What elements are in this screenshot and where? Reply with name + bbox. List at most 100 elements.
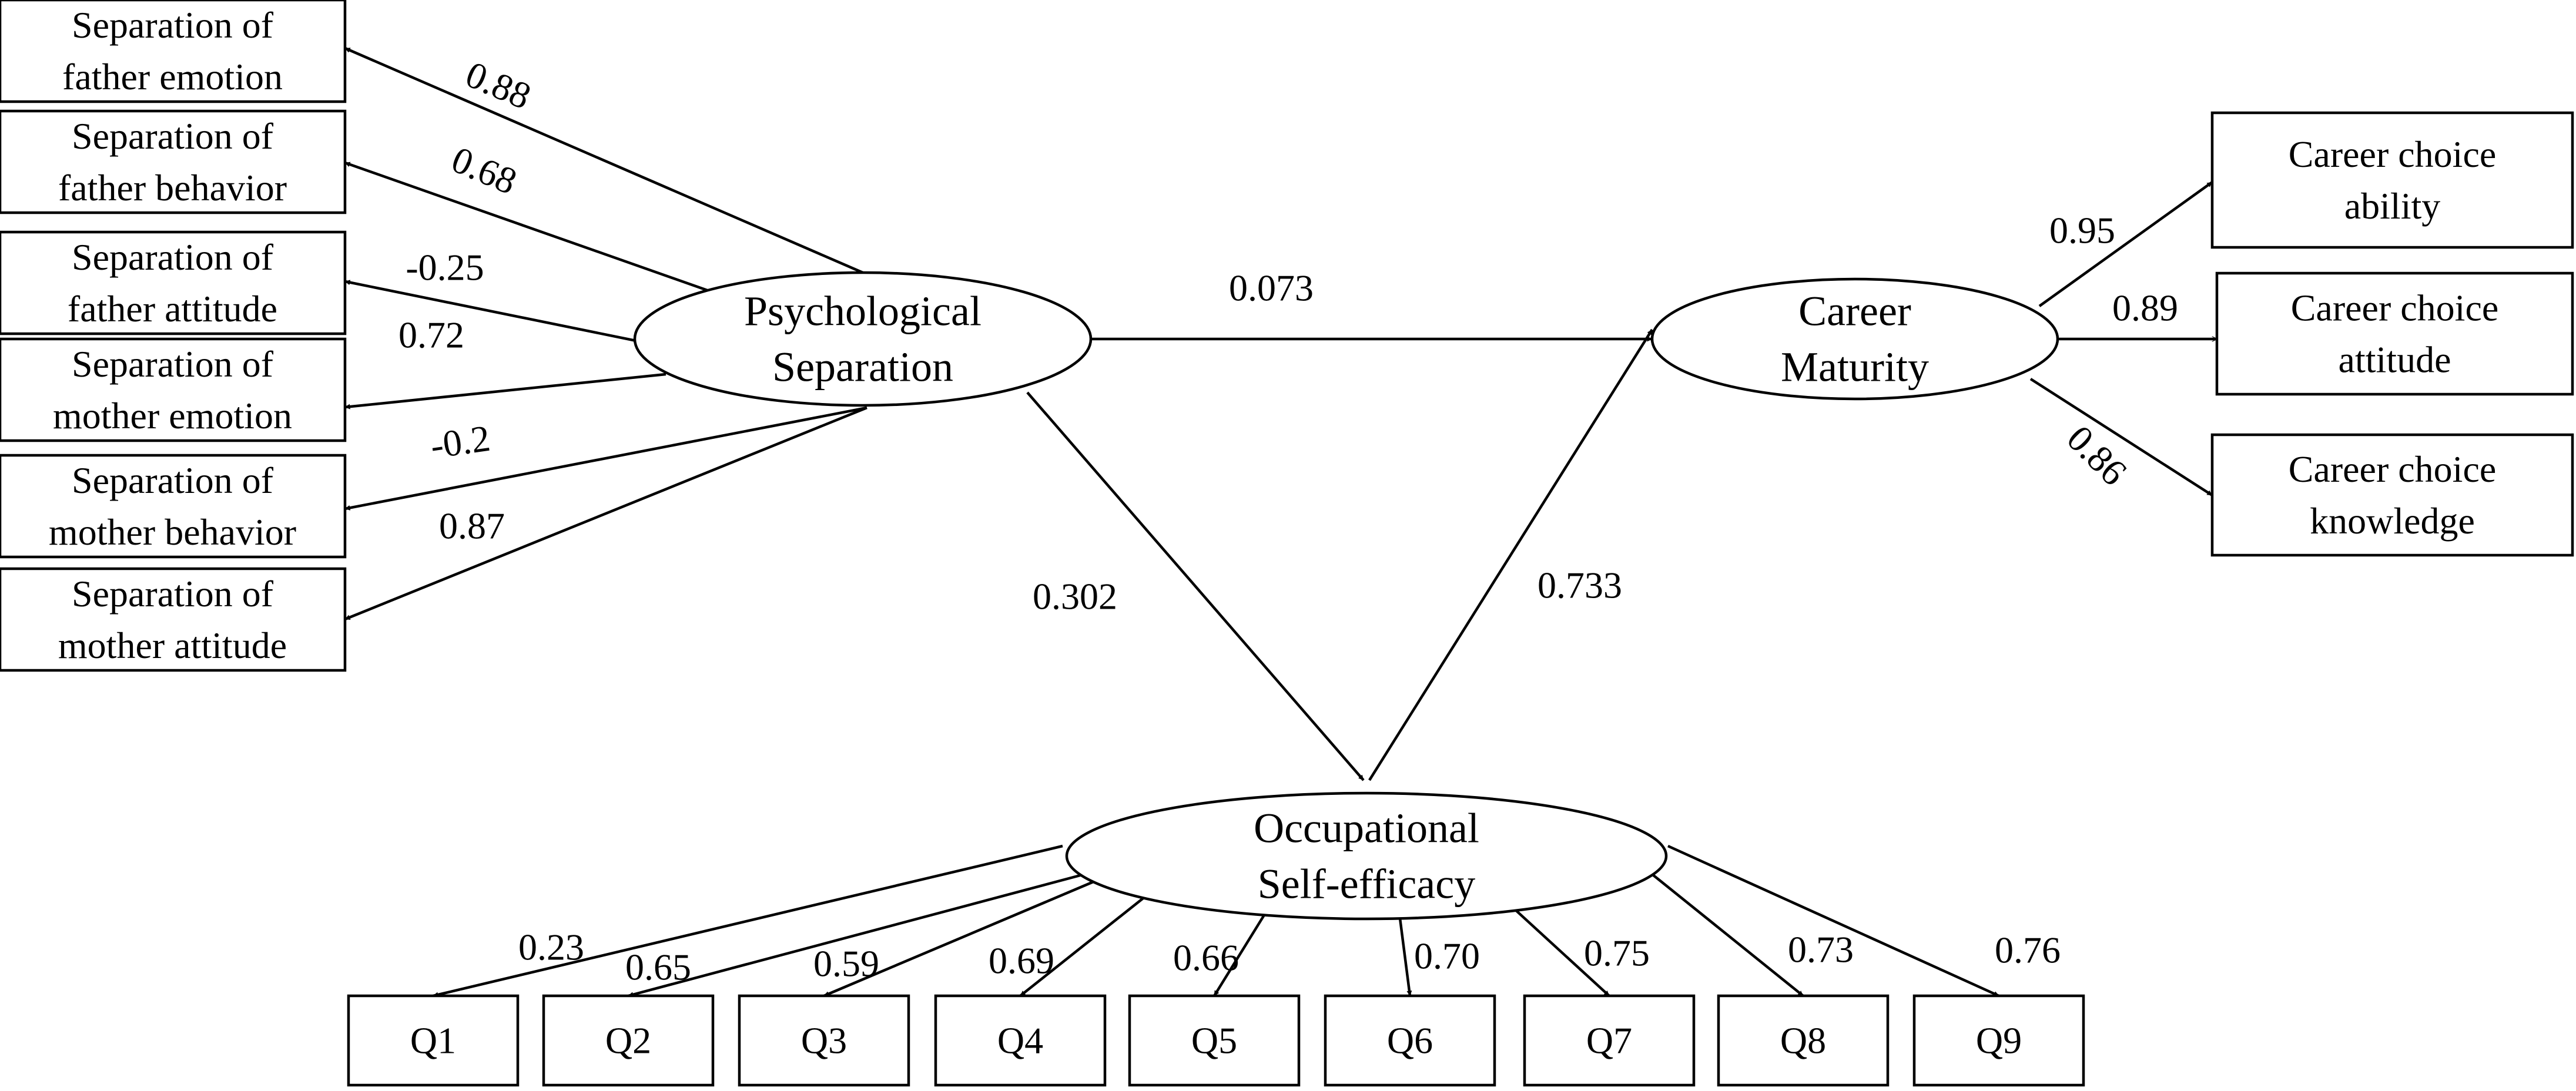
loading-arrow-bottom-6	[1398, 913, 1412, 996]
indicator-left-6-frame	[0, 567, 347, 672]
loading-left-6: 0.87	[439, 505, 505, 547]
loading-arrow-bottom-8	[1645, 868, 1804, 997]
indicator-right-2-label-line-2: attitude	[2339, 339, 2451, 381]
loading-left-1: 0.88	[460, 53, 537, 117]
loading-arrow-left-3	[344, 280, 642, 344]
loading-right-1: 0.95	[2049, 210, 2115, 251]
indicator-q4-label-line-1: Q4	[997, 1020, 1043, 1062]
loading-bottom-3: 0.59	[813, 943, 879, 985]
indicator-left-2-label-line-1: Separation of	[72, 115, 274, 157]
indicator-left-4-frame	[0, 337, 347, 442]
loading-arrow-left-4	[344, 372, 666, 409]
indicator-right-1: Career choice ability	[2210, 111, 2574, 249]
loading-bottom-6: 0.70	[1414, 935, 1480, 977]
indicator-left-3-label-line-1: Separation of	[72, 236, 274, 278]
loading-arrow-bottom-3	[823, 877, 1101, 998]
indicator-left-4-label-line-2: mother emotion	[53, 395, 292, 437]
indicator-left-3-frame	[0, 230, 347, 335]
indicator-left-4: Separation of mother emotion	[0, 337, 347, 442]
path-arrow-psych-to-ose	[1026, 391, 1365, 781]
indicator-right-3-label-line-1: Career choice	[2289, 448, 2497, 490]
loading-arrow-right-3	[2029, 378, 2213, 496]
indicator-left-1: Separation of father emotion	[0, 0, 347, 103]
loading-bottom-2: 0.65	[625, 946, 691, 988]
loading-bottom-5: 0.66	[1173, 937, 1239, 979]
indicator-left-4-label-line-1: Separation of	[72, 343, 274, 385]
indicator-q4: Q4	[934, 994, 1107, 1087]
indicator-q4-frame	[934, 994, 1107, 1087]
indicator-right-1-frame	[2210, 111, 2574, 249]
loading-right-3: 0.86	[2059, 417, 2135, 493]
latent-occupational-self-efficacy-ellipse	[1065, 791, 1668, 921]
loading-arrow-bottom-2	[628, 872, 1087, 998]
indicator-q3-frame	[738, 994, 910, 1087]
indicator-q2: Q2	[542, 994, 715, 1087]
indicator-q3-label-line-1: Q3	[801, 1020, 847, 1062]
indicator-q7-frame	[1523, 994, 1696, 1087]
indicator-q8: Q8	[1717, 994, 1890, 1087]
loading-arrow-left-5	[344, 406, 867, 511]
indicator-left-5-label-line-1: Separation of	[72, 459, 274, 501]
indicator-right-3-label-line-2: knowledge	[2310, 500, 2475, 542]
indicator-left-1-label-line-1: Separation of	[72, 4, 274, 46]
indicator-q2-frame	[542, 994, 715, 1087]
loading-arrow-left-2	[344, 161, 711, 293]
indicator-left-1-label-line-2: father emotion	[62, 56, 283, 98]
latent-career-maturity-ellipse	[1650, 277, 2059, 401]
indicator-right-2-frame	[2215, 271, 2574, 396]
path-coef-ose-to-career: 0.733	[1537, 565, 1622, 606]
latent-psychological-separation-label-line-2: Separation	[772, 344, 953, 391]
loading-arrow-bottom-5	[1213, 910, 1268, 997]
loading-arrow-left-1	[344, 46, 867, 276]
indicator-q1-label-line-1: Q1	[410, 1020, 456, 1062]
loading-arrow-bottom-9	[1667, 844, 1999, 998]
indicator-left-6-label-line-2: mother attitude	[58, 625, 287, 666]
loading-arrow-left-6	[344, 406, 867, 621]
indicator-q6-label-line-1: Q6	[1387, 1020, 1433, 1062]
indicator-left-2-label-line-2: father behavior	[58, 167, 287, 209]
loading-left-2: 0.68	[446, 138, 523, 202]
indicator-q6: Q6	[1324, 994, 1496, 1087]
indicator-q2-label-line-1: Q2	[605, 1020, 651, 1062]
indicator-right-1-label-line-1: Career choice	[2289, 133, 2497, 175]
indicator-q8-label-line-1: Q8	[1780, 1020, 1826, 1062]
indicator-q7: Q7	[1523, 994, 1696, 1087]
indicator-q5-label-line-1: Q5	[1191, 1020, 1237, 1062]
indicator-left-5: Separation of mother behavior	[0, 454, 347, 559]
indicator-left-5-label-line-2: mother behavior	[49, 511, 296, 553]
indicator-left-6-label-line-1: Separation of	[72, 573, 274, 615]
indicator-q3: Q3	[738, 994, 910, 1087]
path-coef-psych-to-ose: 0.302	[1033, 576, 1117, 617]
indicator-q8-frame	[1717, 994, 1890, 1087]
loading-left-3: -0.25	[406, 247, 484, 288]
loading-bottom-7: 0.75	[1584, 932, 1650, 974]
path-coef-psych-to-career: 0.073	[1229, 267, 1314, 309]
latent-career-maturity-label-line-2: Maturity	[1781, 344, 1929, 391]
indicator-q9: Q9	[1912, 994, 2085, 1087]
indicator-q5-frame	[1128, 994, 1301, 1087]
loading-left-5: -0.2	[428, 417, 493, 466]
indicator-right-3-frame	[2210, 433, 2574, 557]
indicator-left-3-label-line-2: father attitude	[68, 288, 277, 330]
path-arrow-ose-to-career	[1368, 328, 1653, 781]
loading-bottom-1: 0.23	[518, 926, 584, 968]
indicator-right-1-label-line-2: ability	[2344, 185, 2441, 227]
loading-arrow-bottom-4	[1019, 892, 1150, 997]
loading-arrow-bottom-1	[433, 844, 1063, 998]
loading-bottom-9: 0.76	[1995, 929, 2061, 971]
indicator-right-2-label-line-1: Career choice	[2291, 287, 2499, 329]
loading-left-4: 0.72	[398, 314, 464, 356]
latent-psychological-separation-label-line-1: Psychological	[744, 288, 982, 335]
indicator-q9-frame	[1912, 994, 2085, 1087]
indicator-q6-frame	[1324, 994, 1496, 1087]
latent-career-maturity-label-line-1: Career	[1798, 288, 1911, 335]
latent-occupational-self-efficacy-label-line-2: Self-efficacy	[1258, 861, 1475, 908]
indicator-q7-label-line-1: Q7	[1586, 1020, 1632, 1062]
indicator-q5: Q5	[1128, 994, 1301, 1087]
indicator-right-3: Career choice knowledge	[2210, 433, 2574, 557]
indicator-q1: Q1	[347, 994, 520, 1087]
latent-psychological-separation-ellipse	[633, 271, 1093, 407]
